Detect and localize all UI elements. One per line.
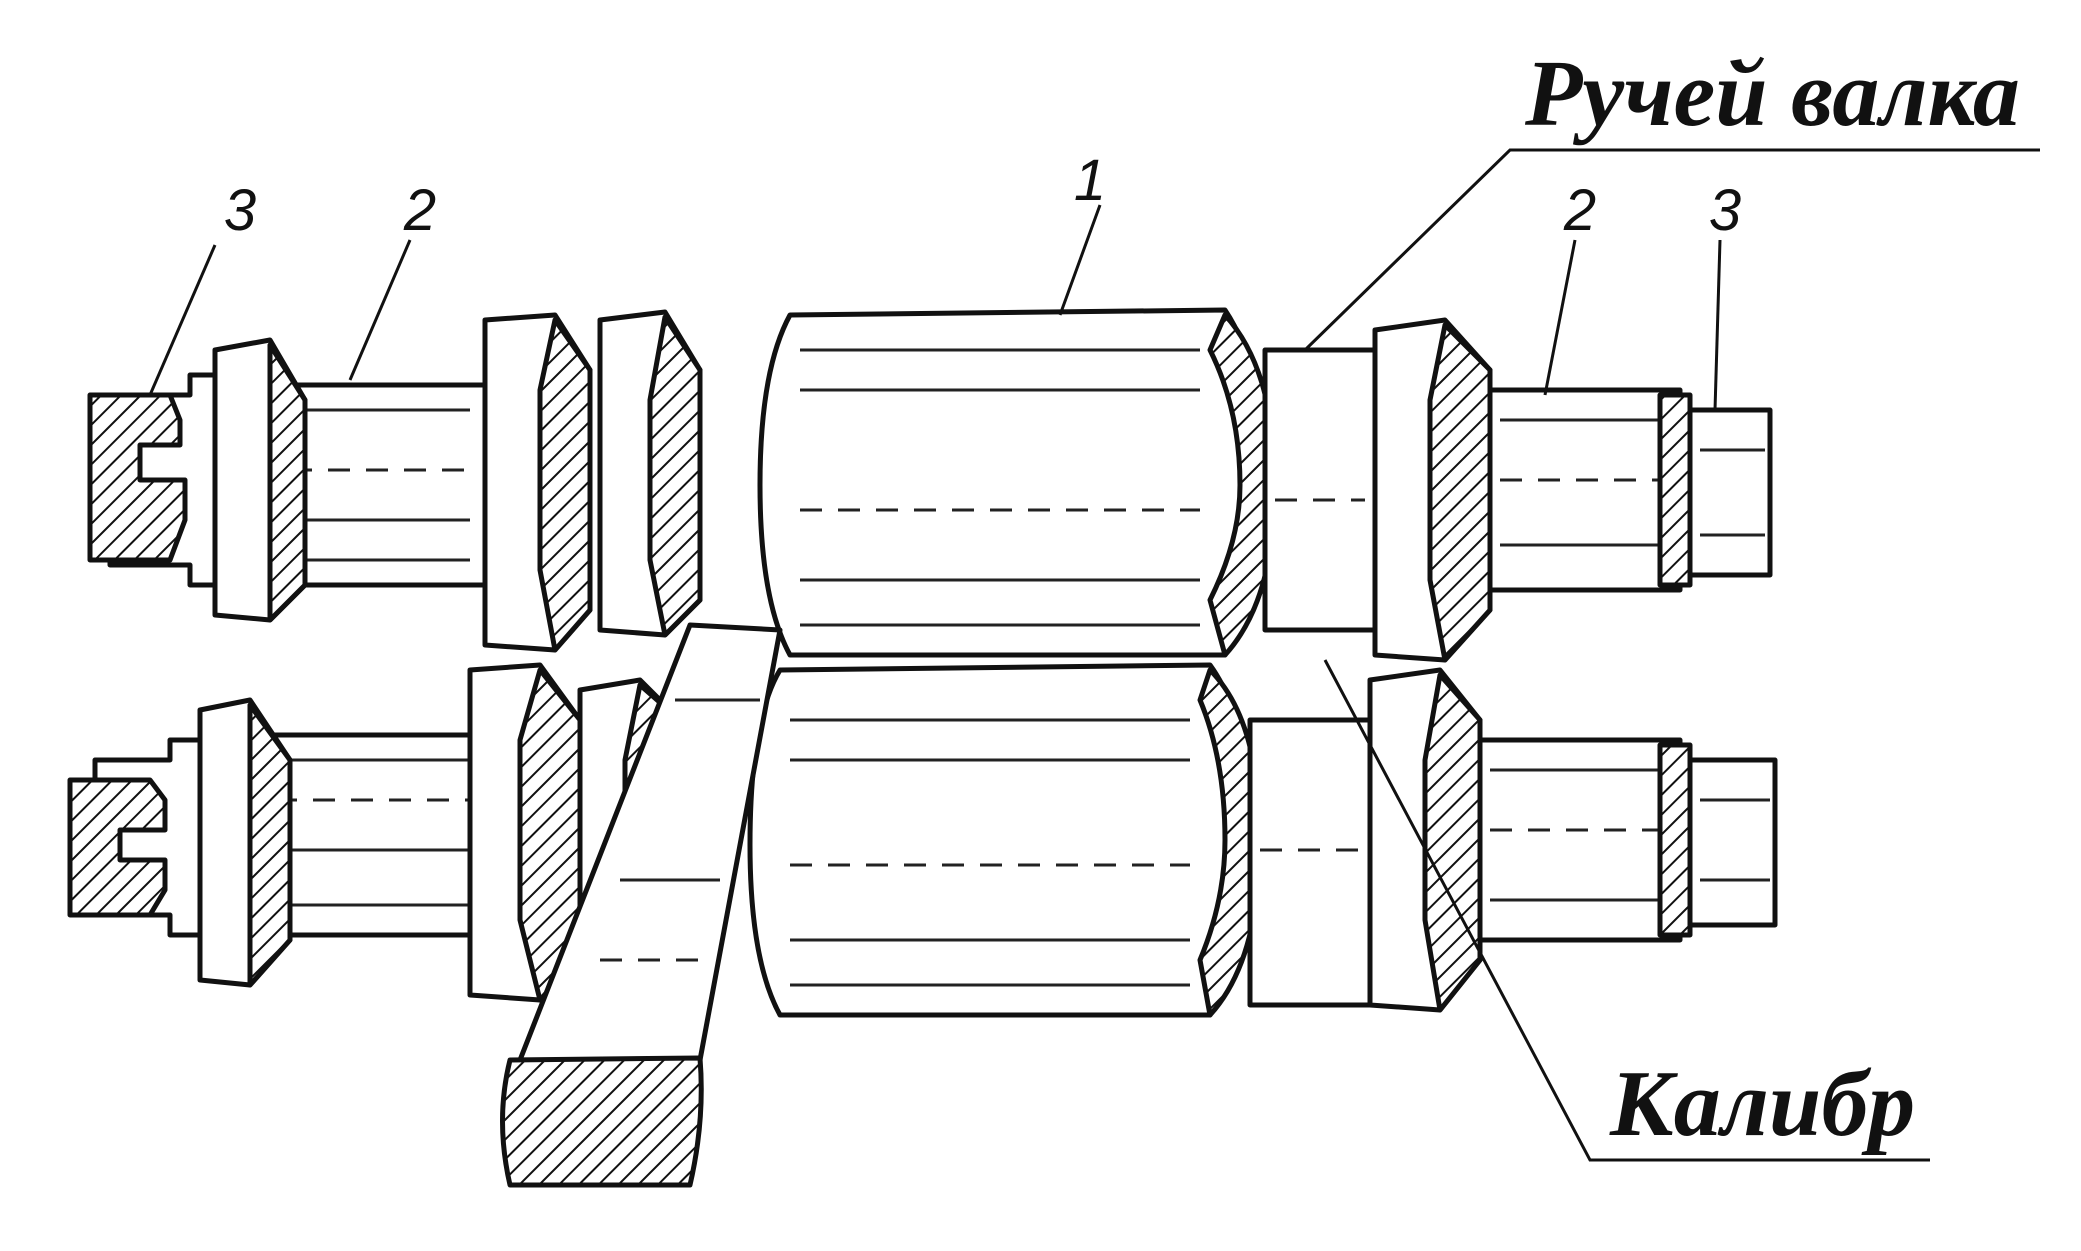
leader-2-right xyxy=(1543,239,1577,396)
leader-2-left xyxy=(348,239,412,381)
workpiece-bar xyxy=(500,622,783,1188)
leader-1 xyxy=(1058,204,1102,316)
leader-caliber xyxy=(1323,659,1930,1162)
label-part-2-left: 2 xyxy=(403,178,436,243)
leader-3-left xyxy=(148,244,217,396)
leader-lines xyxy=(148,148,2040,1162)
label-part-3-right: 3 xyxy=(1709,178,1741,243)
label-caliber: Калибр xyxy=(1609,1052,1915,1156)
leader-groove xyxy=(1303,148,2040,352)
lower-roll xyxy=(67,662,1778,1018)
label-part-1: 1 xyxy=(1074,148,1106,213)
label-part-3-left: 3 xyxy=(224,178,256,243)
label-groove: Ручей валка xyxy=(1524,42,2020,146)
upper-roll xyxy=(87,307,1773,663)
label-part-2-right: 2 xyxy=(1563,178,1596,243)
leader-3-right xyxy=(1713,239,1722,411)
